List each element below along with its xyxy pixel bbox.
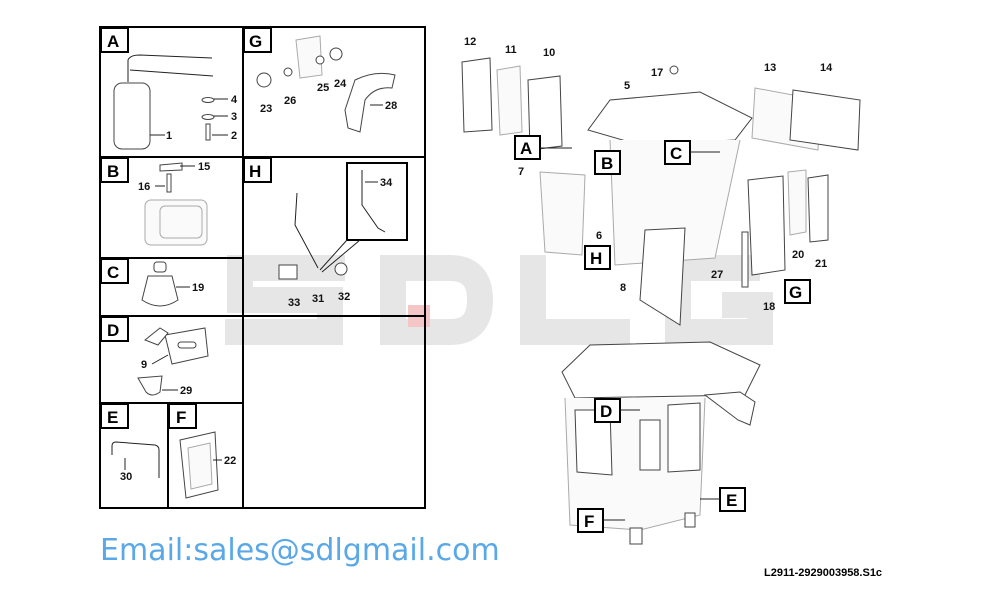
panel-c-label: C — [107, 263, 119, 282]
callout-number: 7 — [518, 166, 524, 178]
part-number: 24 — [334, 78, 347, 90]
panel-d-label: D — [107, 321, 119, 340]
panel-e-label: E — [107, 408, 118, 427]
part-number: 1 — [166, 130, 172, 142]
callout-letter: F — [584, 512, 594, 531]
callout-number: 18 — [763, 301, 775, 313]
panel-h: H 34 31 32 33 — [243, 157, 408, 309]
callout-number: 14 — [820, 62, 833, 74]
part-number: 2 — [231, 130, 237, 142]
part-number: 16 — [138, 181, 150, 193]
cab-exploded-view — [461, 57, 861, 545]
panel-b-label: B — [107, 162, 119, 181]
part-number: 30 — [120, 471, 132, 483]
part-number: 28 — [385, 100, 397, 112]
part-number: 26 — [284, 95, 296, 107]
callout-number: 13 — [764, 62, 776, 74]
callout-letter: E — [726, 491, 737, 510]
part-number: 25 — [317, 82, 329, 94]
part-number: 23 — [260, 103, 272, 115]
panel-a: A 1 2 3 4 — [100, 27, 238, 150]
callout-number: 12 — [464, 36, 476, 48]
callout-letter: C — [670, 144, 682, 163]
callout-letter: G — [789, 283, 802, 302]
callout-number: 6 — [596, 230, 602, 242]
reference-code: L2911-2929003958.S1c — [764, 567, 882, 579]
panel-f: F 22 — [168, 403, 236, 499]
panel-e: E 30 — [100, 403, 160, 483]
part-number: 9 — [141, 359, 147, 371]
part-number: 31 — [312, 293, 324, 305]
main-callout-numbers: 12 11 10 17 5 13 14 7 6 8 27 20 21 18 — [464, 36, 833, 313]
callout-number: 27 — [711, 269, 723, 281]
part-number: 4 — [231, 94, 238, 106]
callout-letter: B — [601, 154, 613, 173]
panel-g: G 23 24 25 26 28 — [243, 27, 397, 133]
panel-c: C 19 — [100, 258, 204, 307]
part-number: 32 — [338, 291, 350, 303]
part-number: 33 — [288, 297, 300, 309]
callout-number: 20 — [792, 249, 804, 261]
panel-a-label: A — [107, 32, 119, 51]
callout-number: 10 — [543, 47, 555, 59]
panel-d: D 9 29 — [100, 316, 209, 397]
callout-letter: D — [600, 402, 612, 421]
part-number: 3 — [231, 111, 237, 123]
main-callout-letters: A B C H G D E F — [514, 135, 811, 533]
callout-number: 21 — [815, 258, 827, 270]
part-number: 22 — [224, 455, 236, 467]
panel-b: B 15 16 — [100, 157, 210, 246]
callout-number: 17 — [651, 67, 663, 79]
callout-letter: A — [520, 139, 532, 158]
callout-number: 5 — [624, 80, 630, 92]
part-number: 19 — [192, 282, 204, 294]
callout-number: 8 — [620, 282, 626, 294]
panel-g-label: G — [249, 32, 262, 51]
panel-h-label: H — [249, 162, 261, 181]
part-number: 15 — [198, 161, 210, 173]
panel-f-label: F — [176, 408, 186, 427]
callout-number: 11 — [505, 44, 517, 56]
part-number: 29 — [180, 385, 192, 397]
watermark-email: Email:sales@sdlgmail.com — [100, 533, 500, 568]
part-number: 34 — [380, 177, 393, 189]
mirror-part — [113, 82, 151, 150]
callout-letter: H — [590, 249, 602, 268]
